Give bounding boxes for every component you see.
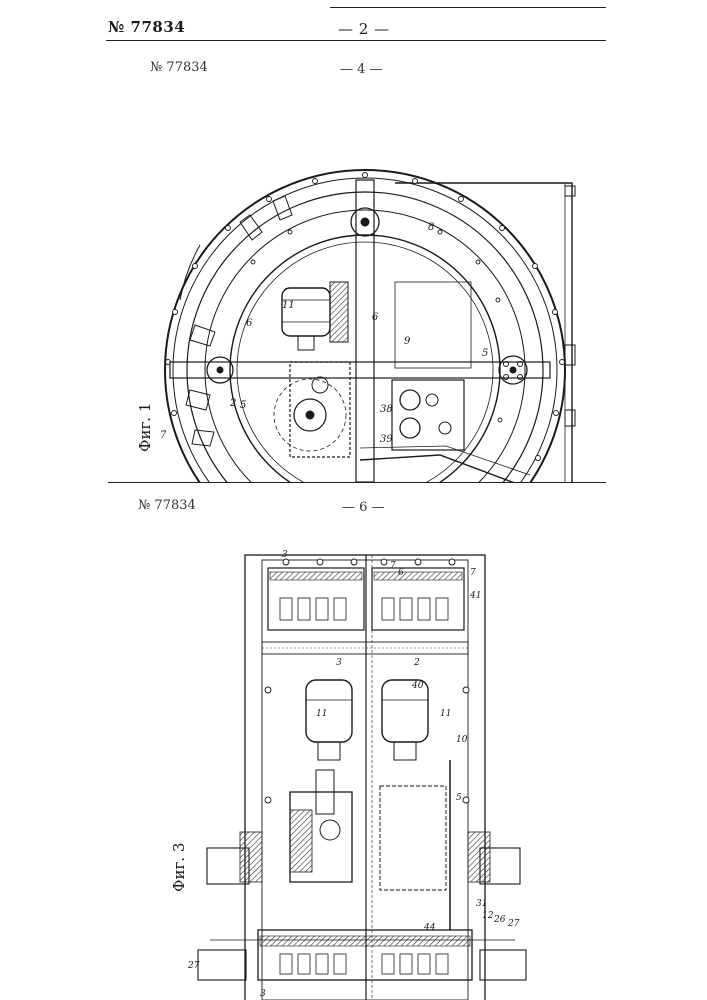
fig3-callout-6: 6 (398, 568, 404, 578)
fig3-callout-11: 11 (316, 709, 327, 719)
fig3-callout-3b: 3 (336, 658, 342, 668)
fig3-callout-3c: 3 (260, 989, 266, 999)
fig3-callout-31: 31 (476, 899, 487, 909)
fig1-callout-5: 5 (240, 400, 246, 411)
fig3-callout-11b: 11 (440, 709, 451, 719)
figure-3-drawing (198, 555, 526, 1000)
fig1-callout-38: 38 (380, 404, 393, 415)
fig3-callout-44: 44 (423, 923, 436, 933)
fig3-callout-7: 7 (390, 561, 396, 571)
ring-bolts (166, 173, 565, 461)
fig1-callout-6b: 6 (372, 312, 379, 323)
fig3-callout-10: 10 (456, 735, 468, 745)
fig1-callout-6: 6 (246, 318, 253, 329)
fig3-callout-40: 40 (411, 681, 424, 691)
fig3-callout-27: 27 (507, 919, 520, 929)
fig3-callout-2: 2 (413, 658, 420, 668)
fig3-callout-41: 41 (469, 591, 481, 601)
fig3-callout-7b: 7 (470, 568, 476, 578)
fig3-callout-27b: 27 (187, 961, 200, 971)
fig3-callout-26: 26 (493, 915, 506, 925)
fig3-callout-3: 3 (282, 550, 288, 560)
fig1-callout-11: 11 (282, 300, 295, 311)
fig1-callout-2: 2 (229, 398, 236, 409)
fig1-callout-7: 7 (160, 430, 167, 441)
figure-1-drawing (165, 170, 575, 570)
fig3-callout-12: 12 (482, 911, 494, 921)
fig1-callout-5b: 5 (482, 348, 488, 359)
fig3-callout-5: 5 (456, 793, 462, 803)
fig1-callout-39: 39 (380, 434, 393, 445)
fig1-callout-8: 8 (428, 222, 434, 233)
fig1-callout-9: 9 (404, 336, 411, 347)
